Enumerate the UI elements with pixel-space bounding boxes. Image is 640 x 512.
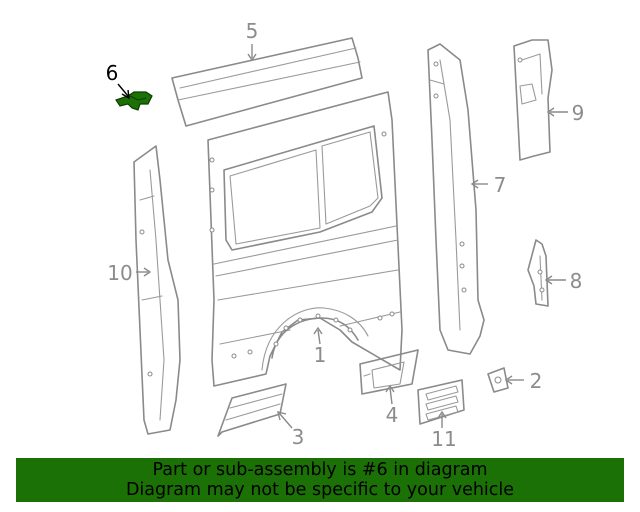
callout-9: 9 bbox=[572, 101, 585, 125]
callout-3: 3 bbox=[292, 425, 305, 449]
part-11-vent-grille bbox=[417, 379, 465, 425]
callout-8: 8 bbox=[570, 269, 583, 293]
notice-line-2: Diagram may not be specific to your vehi… bbox=[125, 480, 515, 500]
callout-4: 4 bbox=[386, 403, 399, 427]
part-7-rear-pillar bbox=[427, 43, 485, 355]
callout-1: 1 bbox=[314, 343, 327, 367]
callout-5: 5 bbox=[246, 19, 259, 43]
callout-11: 11 bbox=[431, 427, 456, 451]
callout-10: 10 bbox=[107, 261, 132, 285]
part-3-rocker-strip bbox=[217, 383, 287, 437]
part-6-bracket-highlighted[interactable] bbox=[115, 91, 153, 111]
part-8-bracket bbox=[527, 239, 549, 307]
callout-7: 7 bbox=[494, 173, 507, 197]
notice-line-1: Part or sub-assembly is #6 in diagram bbox=[152, 460, 488, 480]
notice-banner: Part or sub-assembly is #6 in diagram Di… bbox=[16, 458, 624, 502]
part-1-side-panel bbox=[207, 91, 403, 387]
part-5-roof-rail bbox=[171, 37, 363, 127]
part-10-front-pillar bbox=[133, 145, 181, 435]
callout-2: 2 bbox=[530, 369, 543, 393]
part-2-clip bbox=[487, 367, 509, 393]
part-9-pillar-trim bbox=[513, 39, 553, 161]
leader-lines bbox=[117, 44, 568, 429]
part-4-lamp-housing bbox=[359, 349, 419, 395]
callout-6: 6 bbox=[106, 61, 119, 85]
